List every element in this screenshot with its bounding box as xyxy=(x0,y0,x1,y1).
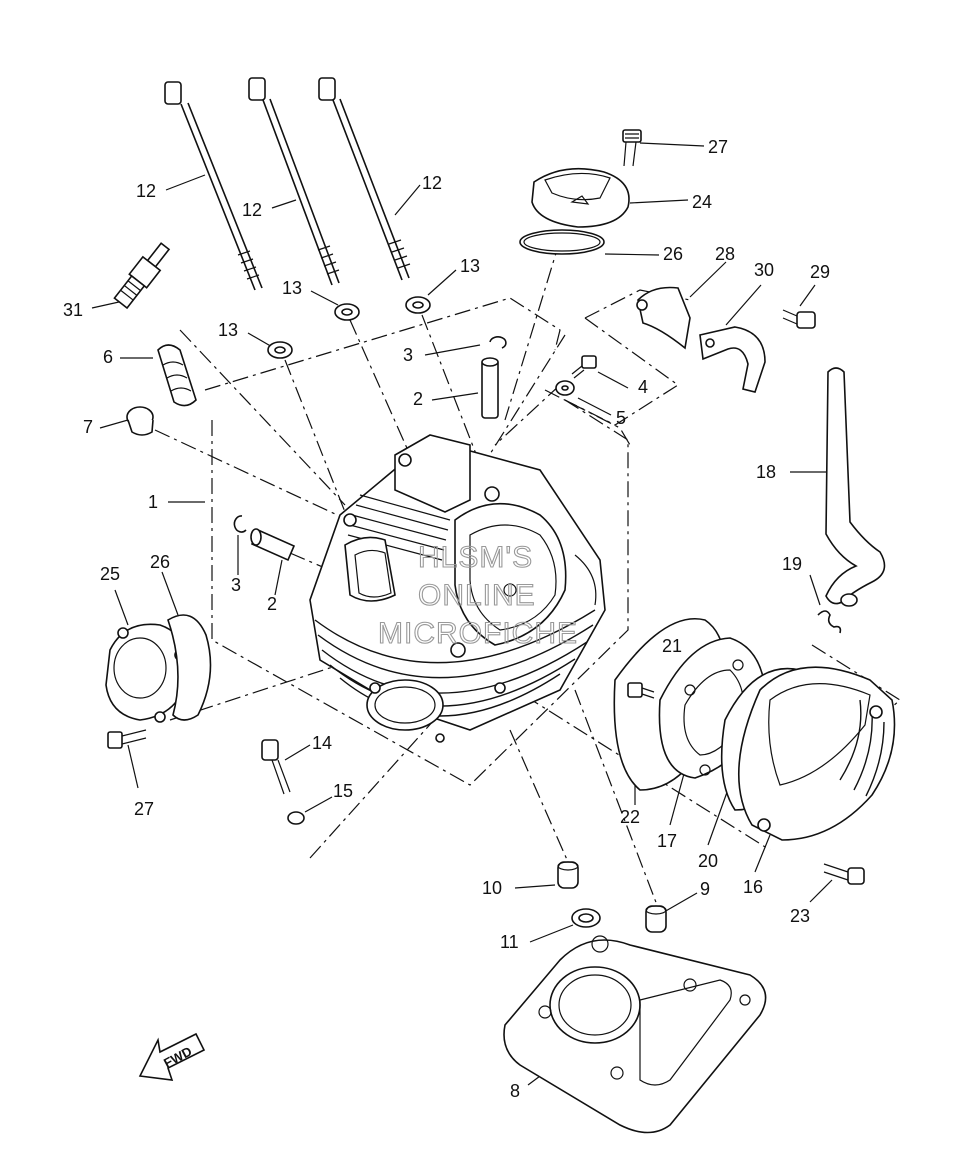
callout-29: 29 xyxy=(810,262,830,282)
bolt-27-top xyxy=(622,129,642,167)
side-gasket-26 xyxy=(167,614,212,721)
callout-9: 9 xyxy=(700,879,710,899)
dowel-9 xyxy=(645,905,667,933)
callout-3: 3 xyxy=(231,575,241,595)
valve-guide-2-left xyxy=(250,528,296,562)
bolt-27-side xyxy=(107,729,147,749)
o-ring-26-top xyxy=(519,229,605,255)
callout-13: 13 xyxy=(282,278,302,298)
washer-11 xyxy=(571,908,601,928)
washer-13b xyxy=(334,303,360,321)
watermark-line-1: HLSM'S xyxy=(418,541,533,574)
callout-2: 2 xyxy=(267,594,277,614)
assembly-outlines xyxy=(204,289,902,786)
callout-17: 17 xyxy=(657,831,677,851)
callout-1: 1 xyxy=(148,492,158,512)
spark-plug xyxy=(113,242,171,310)
bolt-23 xyxy=(823,863,865,885)
callout-28: 28 xyxy=(715,244,735,264)
callout-10: 10 xyxy=(482,878,502,898)
breather-hose-18 xyxy=(825,367,886,607)
callout-30: 30 xyxy=(754,260,774,280)
washer-13c xyxy=(405,296,431,314)
washer-15 xyxy=(287,811,305,825)
fwd-label: FWD xyxy=(161,1044,194,1071)
bolt-29 xyxy=(782,309,816,329)
bracket-28 xyxy=(636,286,691,350)
head-bolt-2 xyxy=(248,77,340,286)
stud-14 xyxy=(261,739,291,795)
callout-24: 24 xyxy=(692,192,712,212)
callout-26: 26 xyxy=(663,244,683,264)
top-cover-24 xyxy=(531,167,630,228)
clip-3-left xyxy=(233,515,247,533)
callout-13: 13 xyxy=(460,256,480,276)
cap-part-7 xyxy=(126,406,154,436)
callout-21: 21 xyxy=(662,636,682,656)
head-bolt-1 xyxy=(164,81,263,291)
bolt-part-4 xyxy=(571,355,597,379)
dowel-10 xyxy=(557,861,579,889)
fwd-arrow-icon: FWD xyxy=(138,1032,206,1081)
callout-22: 22 xyxy=(620,807,640,827)
callout-12: 12 xyxy=(136,181,156,201)
callout-6: 6 xyxy=(103,347,113,367)
watermark-line-2: ONLINE xyxy=(418,579,536,612)
watermark: HLSM'S ONLINE MICROFICHE xyxy=(377,540,578,650)
callout-4: 4 xyxy=(638,377,648,397)
side-cover-25 xyxy=(105,623,189,723)
watermark-line-3: MICROFICHE xyxy=(378,617,578,650)
callout-26: 26 xyxy=(150,552,170,572)
callout-27: 27 xyxy=(134,799,154,819)
head-cover-16 xyxy=(737,666,896,841)
callout-27: 27 xyxy=(708,137,728,157)
callout-labels: 12 12 12 13 13 13 27 24 26 28 30 29 31 6… xyxy=(63,137,830,1101)
callout-7: 7 xyxy=(83,417,93,437)
callout-25: 25 xyxy=(100,564,120,584)
leader-lines xyxy=(91,142,833,1086)
head-bolt-3 xyxy=(318,77,411,281)
callout-16: 16 xyxy=(743,877,763,897)
clip-19 xyxy=(817,610,842,634)
plug-part-6 xyxy=(157,344,197,407)
callout-20: 20 xyxy=(698,851,718,871)
callout-15: 15 xyxy=(333,781,353,801)
clip-3-upper xyxy=(489,336,507,349)
callout-12: 12 xyxy=(422,173,442,193)
cylinder-head xyxy=(309,434,606,743)
washer-13a xyxy=(267,341,293,359)
callout-23: 23 xyxy=(790,906,810,926)
callout-5: 5 xyxy=(616,408,626,428)
o-ring-26-top-inner xyxy=(523,232,601,252)
callout-3: 3 xyxy=(403,345,413,365)
valve-guide-2-upper xyxy=(481,357,499,419)
callout-11: 11 xyxy=(500,932,519,952)
washer-part-5 xyxy=(555,380,575,396)
callout-19: 19 xyxy=(782,554,802,574)
callout-2: 2 xyxy=(413,389,423,409)
callout-8: 8 xyxy=(510,1081,520,1101)
callout-12: 12 xyxy=(242,200,262,220)
callout-13: 13 xyxy=(218,320,238,340)
callout-31: 31 xyxy=(63,300,83,320)
callout-18: 18 xyxy=(756,462,776,482)
head-gasket-8 xyxy=(503,935,767,1134)
callout-14: 14 xyxy=(312,733,332,753)
bolt-21 xyxy=(627,682,655,699)
plate-30 xyxy=(699,326,766,393)
